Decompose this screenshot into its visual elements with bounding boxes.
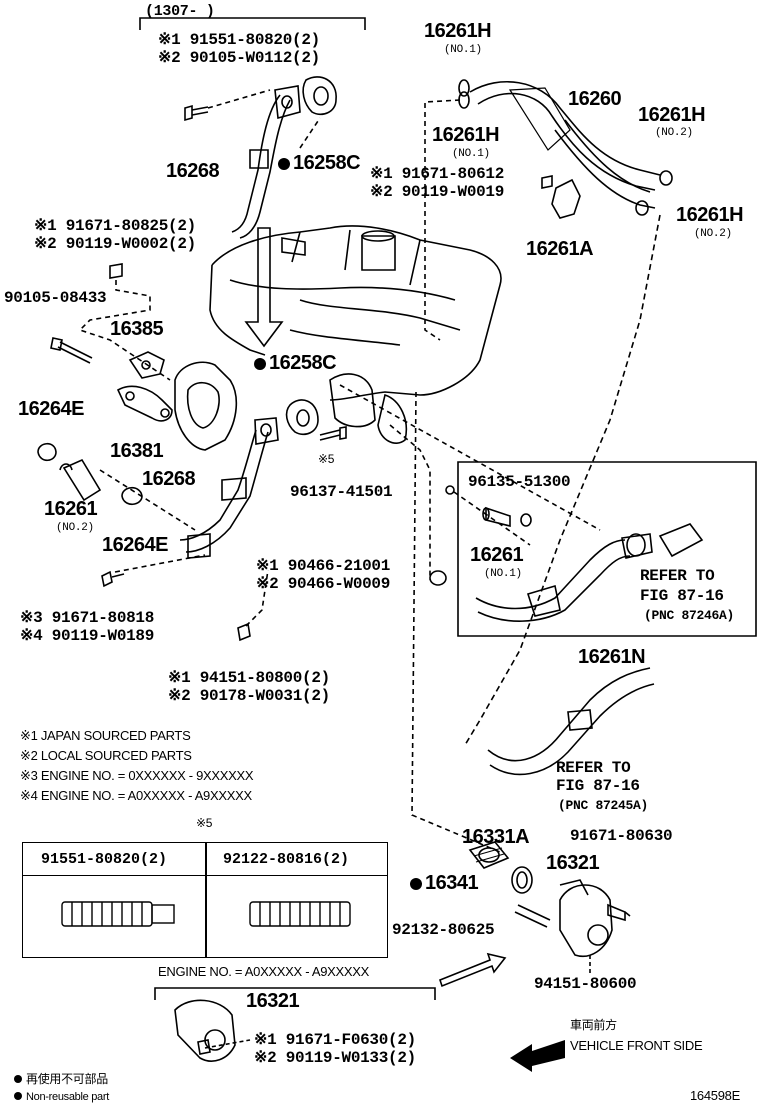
part-label: ※1 91671-80612 xyxy=(370,165,505,183)
sub-label: (NO.2) xyxy=(655,127,693,139)
part-number-16261h: 16261H xyxy=(424,20,492,42)
part-label: ※2 90119-W0019 xyxy=(370,183,505,201)
stud-table: 91551-80820(2) 92122-80816(2) xyxy=(22,842,388,958)
part-number-16341: 16341 xyxy=(410,872,479,894)
non-reusable-dot-icon xyxy=(410,878,422,890)
part-label: ※3 91671-80818 xyxy=(20,609,155,627)
part-number-16381: 16381 xyxy=(110,440,164,462)
sub-label: (NO.1) xyxy=(452,148,490,160)
part-label: ※2 90119-W0133(2) xyxy=(254,1049,416,1067)
refer-text: REFER TO xyxy=(556,759,631,777)
front-label-en: VEHICLE FRONT SIDE xyxy=(570,1038,703,1053)
non-reusable-dot-icon xyxy=(14,1075,22,1083)
part-number-text: 16258C xyxy=(293,152,361,174)
part-number-16321: 16321 xyxy=(546,852,600,874)
legend-item: ※1 JAPAN SOURCED PARTS xyxy=(20,728,191,743)
part-number-16261h: 16261H xyxy=(432,124,500,146)
part-label: ※1 91671-F0630(2) xyxy=(254,1031,416,1049)
part-number-16264e: 16264E xyxy=(102,534,168,556)
part-number-16268: 16268 xyxy=(142,468,196,490)
sub-label: (NO.1) xyxy=(484,568,522,580)
part-label: ※1 91671-80825(2) xyxy=(34,217,196,235)
part-number-16261: 16261 xyxy=(470,544,524,566)
legend-nonreusable-jp: 再使用不可部品 xyxy=(14,1072,108,1086)
note-mark: ※5 xyxy=(196,816,213,830)
part-label: 90105-08433 xyxy=(4,289,107,307)
sub-label: (NO.2) xyxy=(694,228,732,240)
part-number-text: 16258C xyxy=(269,352,337,374)
part-label: ※1 91551-80820(2) xyxy=(158,31,320,49)
refer-text: FIG 87-16 xyxy=(640,587,724,605)
part-number-16258c: 16258C xyxy=(278,152,361,174)
non-reusable-dot-icon xyxy=(278,158,290,170)
legend-item: ※4 ENGINE NO. = A0XXXXX - A9XXXXX xyxy=(20,788,252,803)
part-number-16261h: 16261H xyxy=(638,104,706,126)
sub-label: (NO.1) xyxy=(444,44,482,56)
legend-text: 再使用不可部品 xyxy=(26,1072,108,1086)
part-number-16321: 16321 xyxy=(246,990,300,1012)
part-label: 96135-51300 xyxy=(468,473,571,491)
part-number-16261n: 16261N xyxy=(578,646,646,668)
figure-id: 164598E xyxy=(690,1088,740,1103)
part-number-16260: 16260 xyxy=(568,88,622,110)
part-label: 92132-80625 xyxy=(392,921,495,939)
part-label: ※4 90119-W0189 xyxy=(20,627,155,645)
part-number-16331a: 16331A xyxy=(462,826,530,848)
part-label: 91671-80630 xyxy=(570,827,673,845)
refer-text: REFER TO xyxy=(640,567,715,585)
part-number-16261a: 16261A xyxy=(526,238,594,260)
part-label: ※2 90105-W0112(2) xyxy=(158,49,320,67)
non-reusable-dot-icon xyxy=(14,1092,22,1100)
part-label: ※1 90466-21001 xyxy=(256,557,391,575)
part-label: ※2 90466-W0009 xyxy=(256,575,391,593)
non-reusable-dot-icon xyxy=(254,358,266,370)
legend-item: ※2 LOCAL SOURCED PARTS xyxy=(20,748,192,763)
table-header-cell: 92122-80816(2) xyxy=(223,851,350,868)
part-label: ※2 90119-W0002(2) xyxy=(34,235,196,253)
part-number-16268: 16268 xyxy=(166,160,220,182)
legend-nonreusable-en: Non-reusable part xyxy=(14,1090,109,1104)
date-range-label: (1307- ) xyxy=(145,3,215,20)
refer-text: FIG 87-16 xyxy=(556,777,640,795)
legend-item: ※3 ENGINE NO. = 0XXXXXX - 9XXXXXX xyxy=(20,768,254,783)
sub-label: (NO.2) xyxy=(56,522,94,534)
engine-no-label: ENGINE NO. = A0XXXXX - A9XXXXX xyxy=(158,964,370,979)
note-mark: ※5 xyxy=(318,452,335,466)
part-number-16264e: 16264E xyxy=(18,398,84,420)
part-label: 94151-80600 xyxy=(534,975,637,993)
front-label-jp: 車両前方 xyxy=(570,1018,617,1032)
legend-text: Non-reusable part xyxy=(26,1091,109,1103)
part-label: ※2 90178-W0031(2) xyxy=(168,687,330,705)
part-number-text: 16341 xyxy=(425,872,479,894)
table-header-cell: 91551-80820(2) xyxy=(41,851,168,868)
part-label: ※1 94151-80800(2) xyxy=(168,669,330,687)
part-label: 96137-41501 xyxy=(290,483,393,501)
part-number-16385: 16385 xyxy=(110,318,164,340)
part-number-16258c: 16258C xyxy=(254,352,337,374)
refer-text: (PNC 87246A) xyxy=(644,608,735,623)
part-number-16261: 16261 xyxy=(44,498,98,520)
part-number-16261h: 16261H xyxy=(676,204,744,226)
refer-text: (PNC 87245A) xyxy=(558,798,649,813)
table-divider xyxy=(205,843,207,957)
